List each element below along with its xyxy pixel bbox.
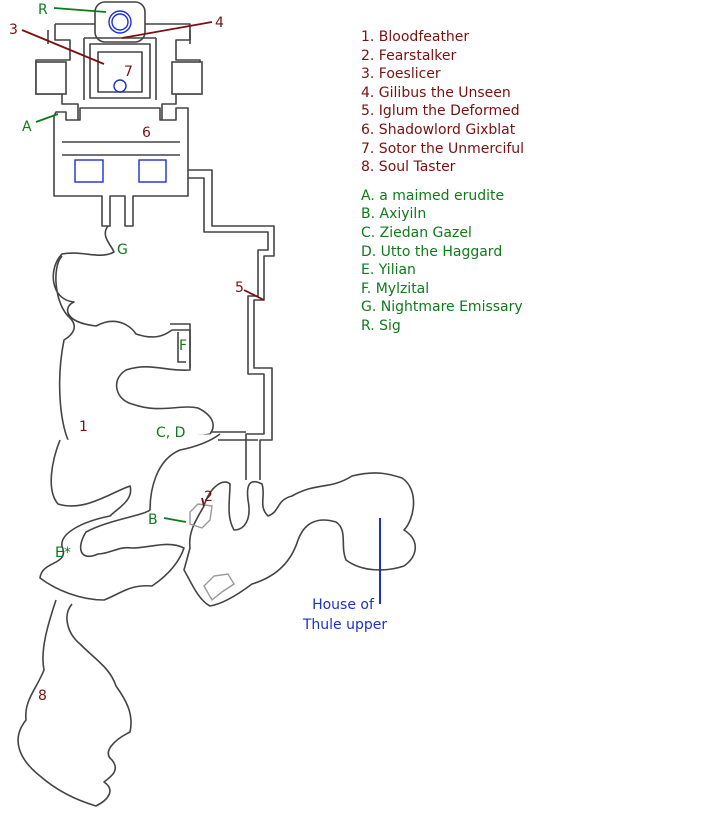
label-2: 2	[204, 489, 213, 505]
label-B: B	[148, 512, 158, 528]
legend-npc-D: D. Utto the Haggard	[361, 243, 503, 260]
legend-named-1: 1. Bloodfeather	[361, 29, 470, 45]
label-4: 4	[215, 15, 224, 31]
legend-named-4: 4. Gilibus the Unseen	[361, 84, 511, 101]
label-8: 8	[38, 688, 47, 704]
legend-npc-F: F. Mylzital	[361, 280, 430, 297]
label-R: R	[38, 2, 48, 18]
label-7: 7	[124, 64, 133, 80]
label-1: 1	[79, 419, 88, 435]
label-CD: C, D	[156, 425, 185, 441]
legend-npc-B: B. Axiyiln	[361, 206, 427, 223]
label-3: 3	[9, 22, 18, 38]
zone-exit-line2: Thule upper	[302, 617, 388, 633]
label-G: G	[117, 242, 128, 258]
map-legend: 1. Bloodfeather 2. Fearstalker 3. Foesli…	[361, 28, 524, 336]
label-6: 6	[142, 125, 151, 141]
legend-npc-R: R. Sig	[361, 317, 401, 334]
legend-named-3: 3. Foeslicer	[361, 66, 441, 83]
upper-building	[35, 1, 203, 227]
legend-named-6: 6. Shadowlord Gixblat	[361, 121, 516, 138]
label-5: 5	[235, 280, 244, 296]
cave-system	[17, 225, 417, 807]
legend-named-7: 7. Sotor the Unmerciful	[361, 140, 525, 157]
zone-exit-line1: House of	[312, 597, 375, 613]
legend-npc-G: G. Nightmare Emissary	[361, 299, 523, 316]
gray-structure-b	[189, 503, 213, 529]
label-E: E*	[55, 545, 71, 561]
legend-npc-A: A. a maimed erudite	[361, 187, 505, 204]
legend-npc-E: E. Yilian	[361, 262, 416, 279]
legend-named-5: 5. Iglum the Deformed	[361, 103, 520, 120]
gray-structure-south	[203, 573, 235, 602]
label-F: F	[179, 338, 187, 354]
label-A: A	[22, 119, 32, 135]
legend-named-2: 2. Fearstalker	[361, 47, 457, 64]
legend-named-8: 8. Soul Taster	[361, 159, 456, 176]
legend-npc-C: C. Ziedan Gazel	[361, 224, 472, 241]
